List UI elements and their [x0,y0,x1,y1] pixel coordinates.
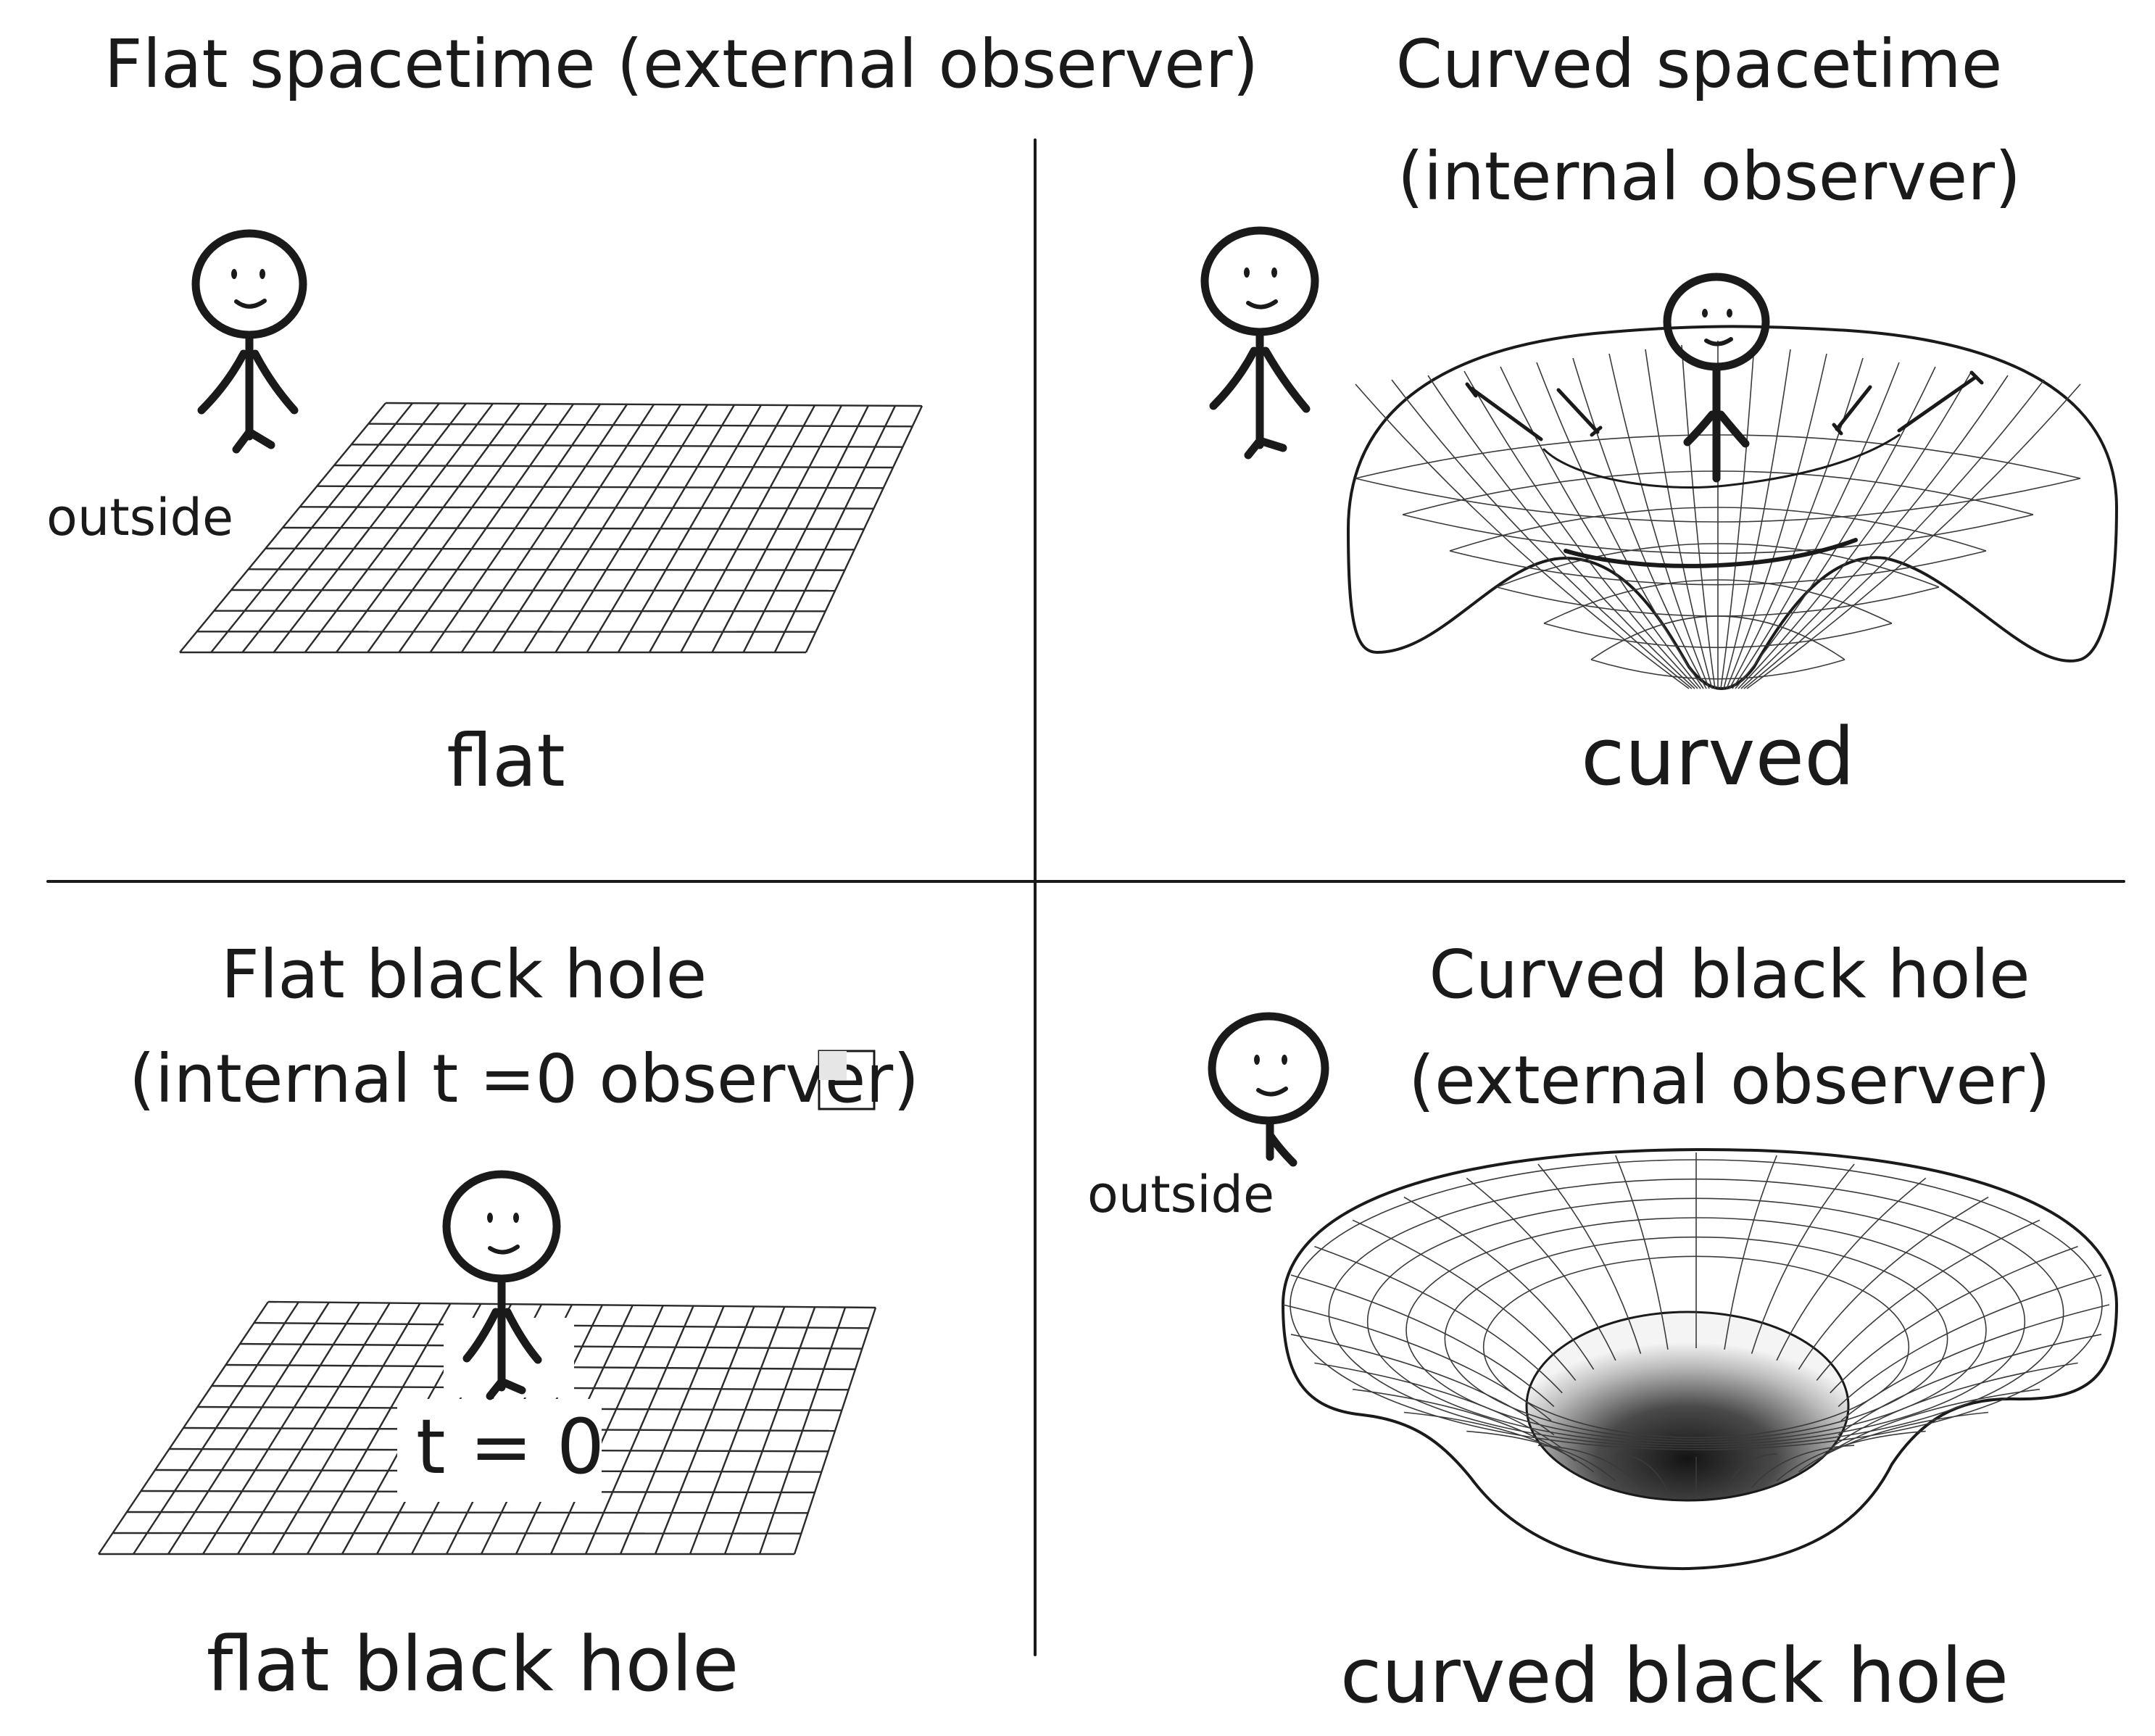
grid-line [113,1533,802,1534]
mesh-line [1735,367,1935,689]
mesh-line [1830,1247,2078,1393]
panel-title-flat-spacetime: Flat spacetime (external observer) [104,25,1259,103]
mesh-line [1500,367,1701,689]
panel-caption-curved-black-hole: curved black hole [1340,1632,2009,1720]
panel-title-curved-black-hole-line1: Curved black hole [1429,936,2030,1013]
grid-line [249,569,845,570]
panel-title-curved-spacetime-line2: (internal observer) [1398,138,2021,215]
stick-figure-outside-observer-2 [1212,1016,1325,1163]
panel-curved-spacetime: Curved spacetime (internal observer) [1205,25,2117,803]
panel-title-curved-spacetime-line1: Curved spacetime [1396,25,2003,103]
mesh-line [1777,1178,1926,1360]
t-zero-label: t = 0 [416,1403,605,1491]
mesh-line [1724,349,1790,689]
black-hole-well [1527,1312,1848,1500]
mesh-line [1838,1275,2101,1406]
grid-line [127,1512,808,1513]
flat-grid [180,403,922,652]
panel-title-flat-black-hole-line2: (internal t =0 observer) [129,1040,919,1118]
outside-label-left: outside [46,488,233,547]
grid-line [231,590,835,591]
black-hole-funnel [1283,1150,2117,1569]
panel-curved-black-hole: Curved black hole (external observer) ou… [1087,936,2117,1720]
outside-label-right: outside [1087,1165,1274,1224]
panel-caption-flat-black-hole: flat black hole [207,1620,739,1708]
grid-line [265,549,854,550]
stick-figure-internal-observer [1667,277,1766,478]
panel-title-curved-black-hole-line2: (external observer) [1408,1042,2051,1119]
curved-funnel-surface [1348,326,2117,689]
panel-flat-black-hole: Flat black hole (internal t =0 observer)… [99,936,919,1708]
mesh-line [1645,349,1712,689]
title-close-paren: ) [893,1040,919,1118]
grid-line [214,611,825,612]
mesh-line [1314,1247,1562,1393]
grid-line [268,1302,876,1308]
stick-figure-outside-observer [196,233,303,449]
panel-flat-spacetime: Flat spacetime (external observer) outsi… [46,25,1258,803]
stick-figure-left-observer [1205,231,1315,455]
panel-caption-flat: flat [447,718,565,803]
mesh-line [1291,1275,1554,1406]
panel-caption-curved: curved [1581,710,1855,803]
panel-title-flat-black-hole-line1: Flat black hole [221,936,707,1013]
